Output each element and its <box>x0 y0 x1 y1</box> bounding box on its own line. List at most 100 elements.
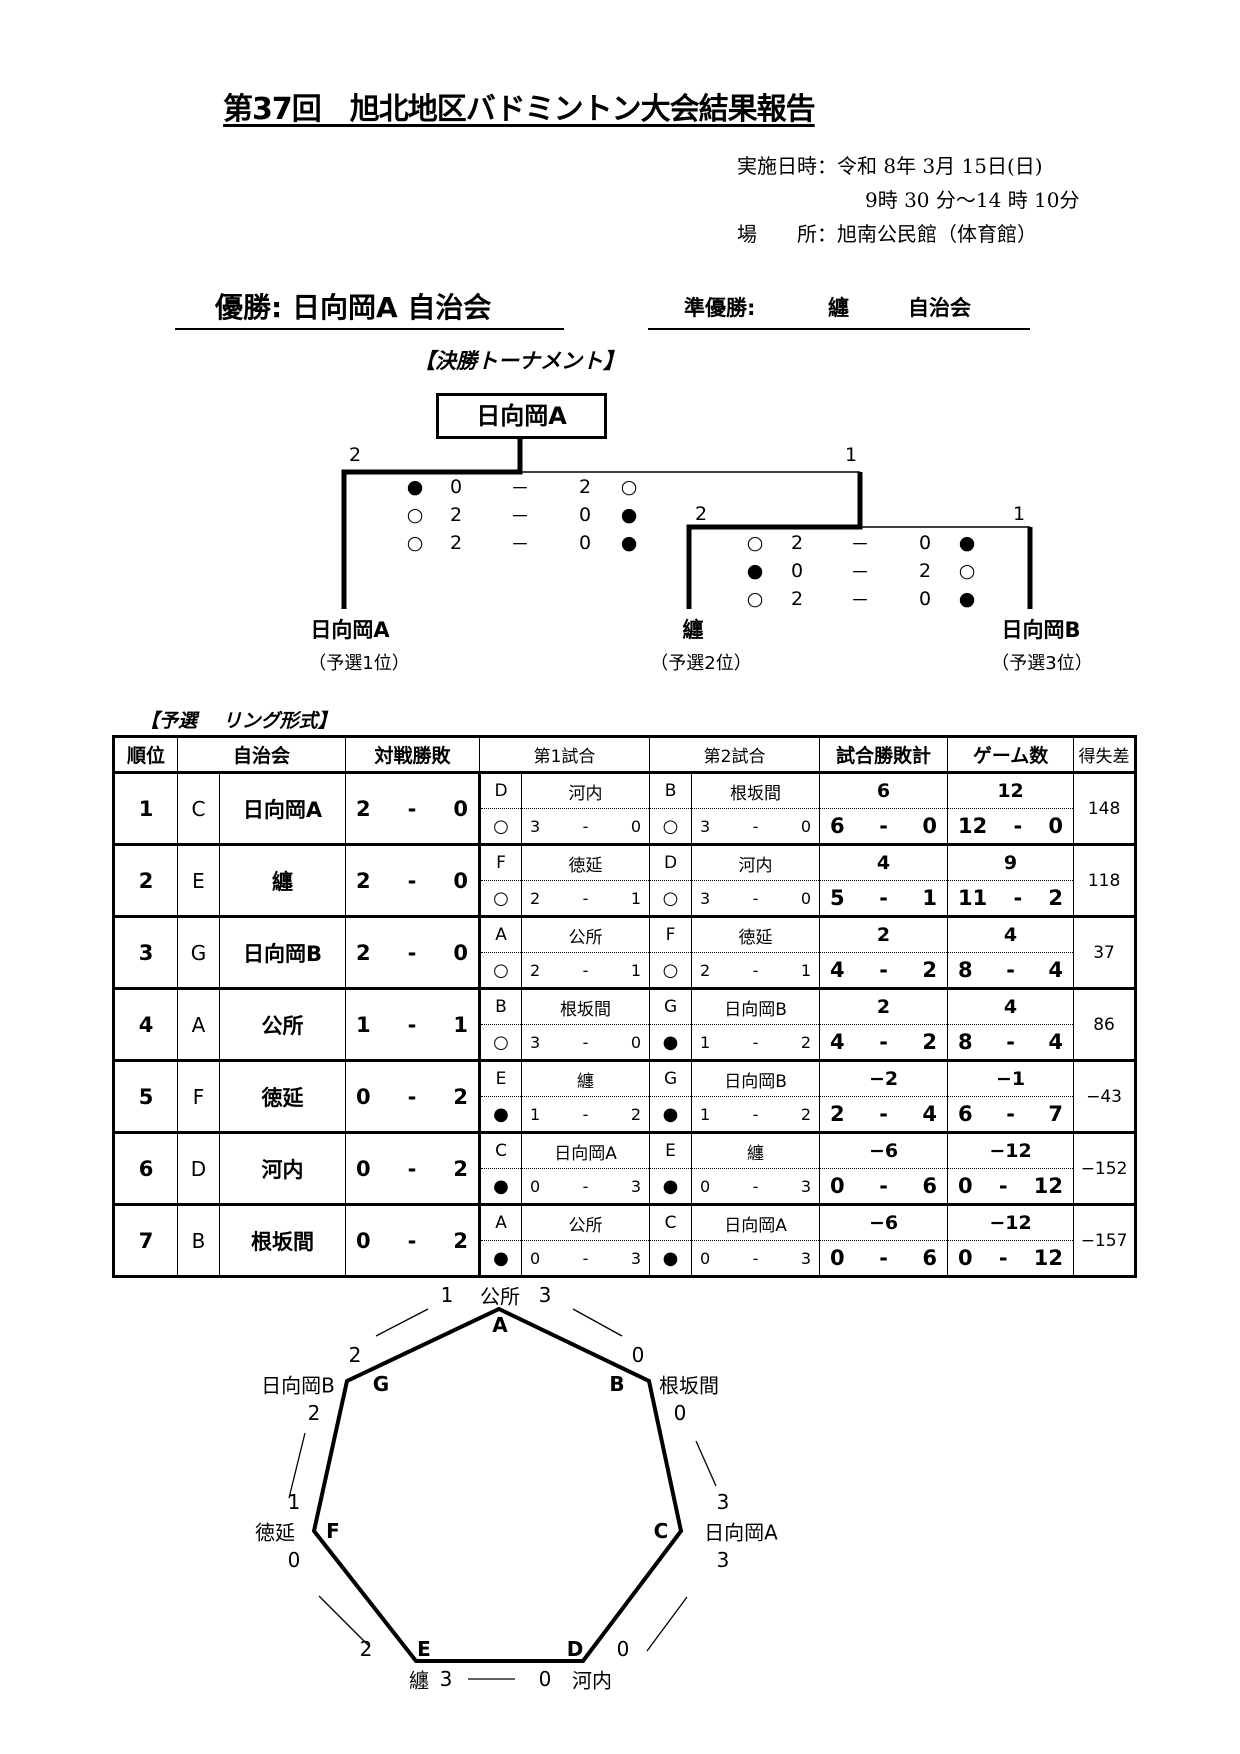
team-code: D <box>177 1132 220 1206</box>
game-score: － <box>850 561 870 584</box>
game-total: 9 <box>947 844 1075 881</box>
record-left: 0 <box>356 1228 371 1253</box>
match1-score-left: 0 <box>530 1248 541 1268</box>
team-3-seed: （予選3位） <box>991 653 1093 674</box>
match-wl-left: 0 <box>830 1246 845 1270</box>
team-code: A <box>177 988 220 1062</box>
game-score: 2 <box>918 560 932 582</box>
game-win-loss: 11-2 <box>947 880 1075 918</box>
record-right: 0 <box>453 868 469 893</box>
dash: - <box>752 1032 759 1052</box>
match-win-loss: 2-4 <box>819 1096 949 1134</box>
record-right: 2 <box>453 1084 469 1109</box>
match1-opponent: 日向岡A <box>521 1132 651 1169</box>
team-3: 日向岡B <box>1001 618 1081 642</box>
match2-score-right: 0 <box>800 816 812 836</box>
rank: 4 <box>113 988 178 1062</box>
match1-score-left: 3 <box>530 1032 541 1052</box>
match2-code: F <box>649 916 693 953</box>
game-total: −12 <box>947 1204 1075 1241</box>
game-score: － <box>510 533 530 556</box>
dash: - <box>752 888 759 908</box>
match-win-loss: 5-1 <box>819 880 949 918</box>
match2-score: 3-0 <box>691 880 821 918</box>
game-total: −12 <box>947 1132 1075 1169</box>
match1-code: C <box>479 1132 523 1169</box>
match2-opponent: 纏 <box>691 1132 821 1169</box>
header-match1: 第1試合 <box>479 736 651 774</box>
runner-up-suffix: 自治会 <box>908 296 971 320</box>
ring-code-C: C <box>653 1519 669 1543</box>
dash: - <box>1006 1102 1015 1126</box>
dash: - <box>582 1032 589 1052</box>
record-right: 0 <box>453 940 469 965</box>
match2-code: D <box>649 844 693 881</box>
team-name: 河内 <box>218 1132 347 1206</box>
match1-result-mark: ● <box>479 1240 523 1278</box>
point-diff: 148 <box>1073 772 1137 846</box>
ring-heptagon <box>311 1306 684 1663</box>
game-score: － <box>510 477 530 500</box>
match2-score-right: 2 <box>800 1104 812 1124</box>
final-score-right: 1 <box>844 444 858 466</box>
dash: - <box>582 1104 589 1124</box>
match-win-loss: 4-2 <box>819 1024 949 1062</box>
match1-code: F <box>479 844 523 881</box>
game-win-loss: 0-12 <box>947 1240 1075 1278</box>
semi-score-left: 2 <box>694 503 708 525</box>
header-match2: 第2試合 <box>649 736 821 774</box>
match1-score-right: 2 <box>630 1104 642 1124</box>
ring-name-C: 日向岡A <box>704 1520 778 1545</box>
team-1: 日向岡A <box>310 618 390 642</box>
record-left: 0 <box>356 1084 371 1109</box>
dash: - <box>752 1104 759 1124</box>
prelim-heading: 【予選 リング形式】 <box>140 710 337 732</box>
match1-score-right: 1 <box>630 960 642 980</box>
team-2: 纏 <box>682 618 704 642</box>
game-wl-right: 12 <box>1033 1174 1064 1198</box>
match-wl-left: 4 <box>830 958 845 982</box>
dash: - <box>407 940 417 965</box>
match2-result-mark: ○ <box>649 952 693 990</box>
rank: 2 <box>113 844 178 918</box>
dash: - <box>879 886 888 910</box>
match1-score: 2-1 <box>521 952 651 990</box>
match2-score-right: 3 <box>800 1176 812 1196</box>
ring-score: 0 <box>538 1667 552 1691</box>
record-left: 2 <box>356 940 371 965</box>
rank: 1 <box>113 772 178 846</box>
runner-up-label: 準優勝: <box>684 296 756 320</box>
game-score: 0 <box>790 560 804 582</box>
event-place: 場 所：旭南公民館（体育館） <box>737 222 1037 246</box>
dash: - <box>1006 1030 1015 1054</box>
bracket-winner-path <box>341 439 523 609</box>
match2-result-mark: ● <box>649 1168 693 1206</box>
match1-result-mark: ● <box>479 1096 523 1134</box>
match2-score-right: 1 <box>800 960 812 980</box>
match-wl-right: 1 <box>922 886 938 910</box>
dash: - <box>582 1248 589 1268</box>
game-wl-left: 8 <box>958 1030 973 1054</box>
match1-score-right: 0 <box>630 1032 642 1052</box>
game-wl-left: 11 <box>958 886 988 910</box>
ring-code-F: F <box>326 1519 340 1543</box>
point-diff: −157 <box>1073 1204 1137 1278</box>
team-name: 日向岡A <box>218 772 347 846</box>
match1-result-mark: ○ <box>479 1024 523 1062</box>
ring-score: 1 <box>287 1490 301 1514</box>
record-left: 2 <box>356 868 371 893</box>
dash: - <box>879 814 888 838</box>
dash: - <box>582 1176 589 1196</box>
match2-score: 1-2 <box>691 1024 821 1062</box>
match2-score-right: 3 <box>800 1248 812 1268</box>
rank: 6 <box>113 1132 178 1206</box>
match1-code: A <box>479 916 523 953</box>
rank: 3 <box>113 916 178 990</box>
match1-score: 2-1 <box>521 880 651 918</box>
game-win-loss: 12-0 <box>947 808 1075 846</box>
match1-score-left: 2 <box>530 960 541 980</box>
match1-score: 0-3 <box>521 1168 651 1206</box>
